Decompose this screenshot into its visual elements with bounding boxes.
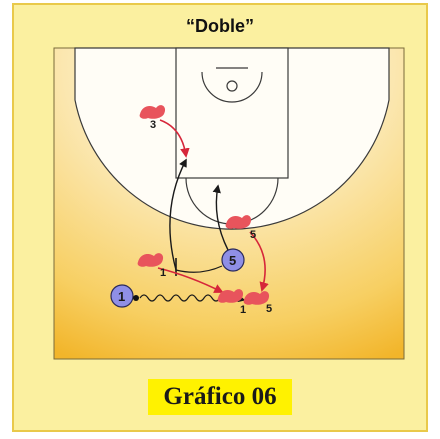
defender-label: 1 bbox=[240, 304, 246, 316]
defender-hand-icon bbox=[225, 215, 252, 229]
figure-caption: Gráfico 06 bbox=[148, 379, 292, 415]
defender-label: 5 bbox=[266, 303, 272, 315]
offensive-player-1: 1 bbox=[110, 284, 139, 308]
restricted-area-arc bbox=[201, 71, 263, 103]
defender-5-path bbox=[249, 231, 269, 292]
defender-label: 5 bbox=[250, 229, 256, 241]
defender-label: 1 bbox=[160, 267, 166, 279]
defender-hand-icon bbox=[139, 105, 166, 119]
offensive-player-label: 1 bbox=[118, 289, 125, 304]
offensive-player-label: 5 bbox=[229, 253, 236, 268]
defender-1-path bbox=[157, 267, 224, 293]
offensive-player-circle-icon bbox=[110, 284, 134, 308]
ball-icon bbox=[133, 295, 139, 301]
diagram-title: “Doble” bbox=[185, 16, 254, 36]
defender-hand-icon bbox=[137, 253, 164, 267]
offensive-player-5: 5 bbox=[221, 248, 245, 272]
hoop bbox=[226, 80, 238, 92]
defender-hand-icon bbox=[243, 291, 270, 305]
player-5-screen-path bbox=[212, 184, 229, 251]
player-5-pass-line bbox=[175, 265, 223, 273]
paint-key bbox=[175, 47, 289, 179]
defender-3-path bbox=[159, 119, 190, 158]
player-1-cut-path bbox=[169, 158, 187, 271]
offensive-player-circle-icon bbox=[221, 248, 245, 272]
defender-hand-icon bbox=[217, 289, 244, 303]
defender-label: 3 bbox=[150, 119, 156, 131]
